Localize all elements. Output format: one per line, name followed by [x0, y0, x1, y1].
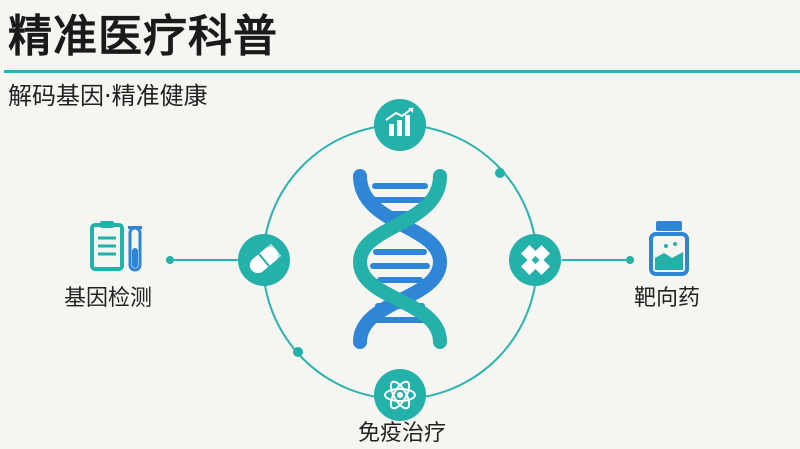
label-gene-testing: 基因检测 — [64, 286, 153, 311]
title-underline — [4, 70, 800, 73]
chart-growth-icon — [374, 99, 426, 151]
orbit-ring — [262, 124, 538, 400]
connector-left-dot — [166, 256, 174, 264]
precision-medicine-diagram — [90, 99, 689, 421]
dna-helix-icon — [352, 169, 448, 349]
clipboard-test-tube-icon — [90, 221, 142, 272]
atom-icon — [374, 369, 426, 421]
label-targeted-drug: 靶向药 — [634, 286, 701, 311]
page-subtitle: 解码基因·精准健康 — [8, 82, 208, 110]
page-title: 精准医疗科普 — [8, 11, 278, 62]
capsule-icon — [238, 234, 290, 286]
medicine-bottle-icon — [649, 221, 689, 276]
ring-dot-upper-right — [495, 168, 505, 178]
label-immunotherapy: 免疫治疗 — [357, 421, 446, 446]
ring-dot-lower-left — [293, 347, 303, 357]
molecule-icon — [509, 234, 561, 286]
connector-right-dot — [626, 256, 634, 264]
